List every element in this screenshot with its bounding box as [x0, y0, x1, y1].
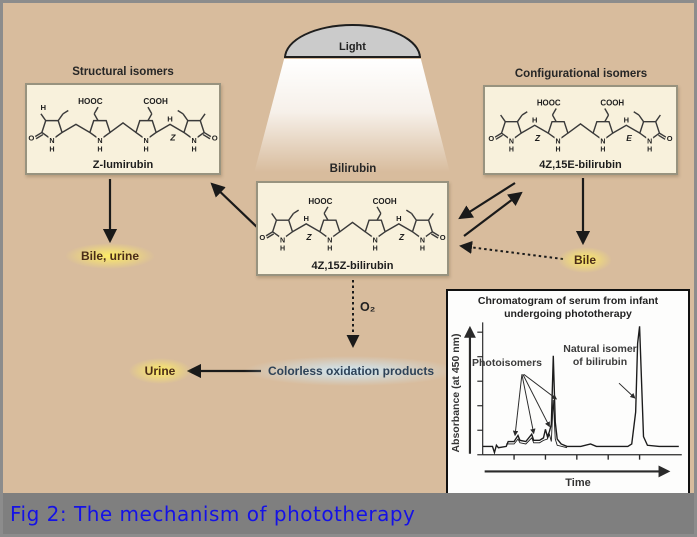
chromatogram-title: Chromatogram of serum from infant underg… — [477, 295, 659, 320]
svg-text:O: O — [259, 233, 265, 242]
svg-text:H: H — [167, 115, 173, 124]
svg-text:COOH: COOH — [143, 97, 168, 106]
svg-text:O: O — [667, 134, 673, 143]
arrow-bilirubin-to-config — [463, 191, 523, 237]
bilirubin-name: 4Z,15Z-bilirubin — [311, 260, 394, 272]
svg-text:H: H — [600, 146, 605, 153]
svg-text:H: H — [532, 116, 537, 125]
svg-text:N: N — [373, 236, 378, 244]
svg-text:Z: Z — [305, 232, 312, 242]
svg-text:O: O — [440, 233, 446, 242]
svg-text:N: N — [97, 136, 102, 145]
svg-text:H: H — [143, 144, 148, 153]
svg-text:N: N — [143, 136, 148, 145]
svg-text:O: O — [488, 134, 494, 143]
svg-text:N: N — [191, 136, 196, 145]
svg-text:N: N — [556, 139, 561, 146]
svg-text:N: N — [280, 236, 285, 244]
svg-text:Z: Z — [169, 133, 176, 143]
svg-text:N: N — [509, 139, 514, 146]
natural-isomer-label: Natural isomer of bilirubin — [563, 343, 637, 368]
svg-text:COOH: COOH — [600, 99, 624, 108]
lamp-dome: Light — [284, 24, 421, 58]
svg-text:HOOC: HOOC — [537, 99, 561, 108]
lamp-label: Light — [339, 41, 366, 53]
svg-text:H: H — [396, 214, 401, 223]
colorless-products-label: Colorless oxidation products — [243, 356, 459, 386]
svg-text:N: N — [647, 139, 652, 146]
svg-text:O: O — [212, 134, 218, 143]
svg-text:H: H — [556, 146, 561, 153]
oxygen-label: O₂ — [360, 300, 376, 314]
svg-text:H: H — [373, 244, 378, 252]
chromatogram-panel: Chromatogram of serum from infant underg… — [446, 289, 690, 495]
svg-text:H: H — [49, 144, 54, 153]
arrow-bilirubin-to-lumirubin — [210, 182, 261, 231]
figure-caption: Fig 2: The mechanism of phototherapy — [3, 493, 694, 534]
z-lumirubin-name: Z-lumirubin — [92, 159, 154, 171]
e-bilirubin-name: 4Z,15E-bilirubin — [539, 159, 622, 171]
svg-text:H: H — [303, 214, 308, 223]
bilirubin-title: Bilirubin — [329, 163, 377, 175]
svg-text:Z: Z — [398, 232, 405, 242]
svg-text:O: O — [28, 134, 34, 143]
time-axis-label: Time — [565, 477, 591, 489]
absorbance-axis-label: Absorbance (at 450 nm) — [450, 333, 462, 453]
svg-text:HOOC: HOOC — [308, 197, 332, 206]
svg-text:N: N — [327, 236, 332, 244]
svg-text:N: N — [600, 139, 605, 146]
svg-text:H: H — [280, 244, 285, 252]
svg-text:HOOC: HOOC — [78, 97, 103, 106]
configurational-isomers-title: Configurational isomers — [514, 68, 648, 80]
arrow-bile-dashed-back — [459, 240, 564, 260]
svg-text:H: H — [420, 244, 425, 252]
bile-label: Bile — [557, 247, 613, 273]
svg-text:H: H — [191, 144, 196, 153]
urine-label: Urine — [128, 358, 192, 384]
svg-text:E: E — [626, 133, 632, 143]
svg-text:COOH: COOH — [373, 197, 397, 206]
svg-text:H: H — [97, 144, 102, 153]
svg-text:H: H — [327, 244, 332, 252]
svg-text:N: N — [420, 236, 425, 244]
svg-text:H: H — [647, 146, 652, 153]
svg-text:Z: Z — [534, 133, 541, 143]
svg-text:H: H — [41, 103, 47, 112]
figure-caption-text: Fig 2: The mechanism of phototherapy — [10, 501, 416, 526]
light-beam — [253, 59, 451, 177]
structural-isomers-title: Structural isomers — [72, 66, 174, 78]
bile-urine-label: Bile, urine — [64, 243, 156, 269]
svg-text:H: H — [624, 116, 629, 125]
photoisomers-label: Photoisomers — [471, 357, 543, 369]
arrow-config-to-bilirubin — [458, 182, 516, 220]
svg-text:N: N — [49, 136, 54, 145]
svg-text:H: H — [509, 146, 514, 153]
chromatogram-plot — [464, 322, 682, 478]
